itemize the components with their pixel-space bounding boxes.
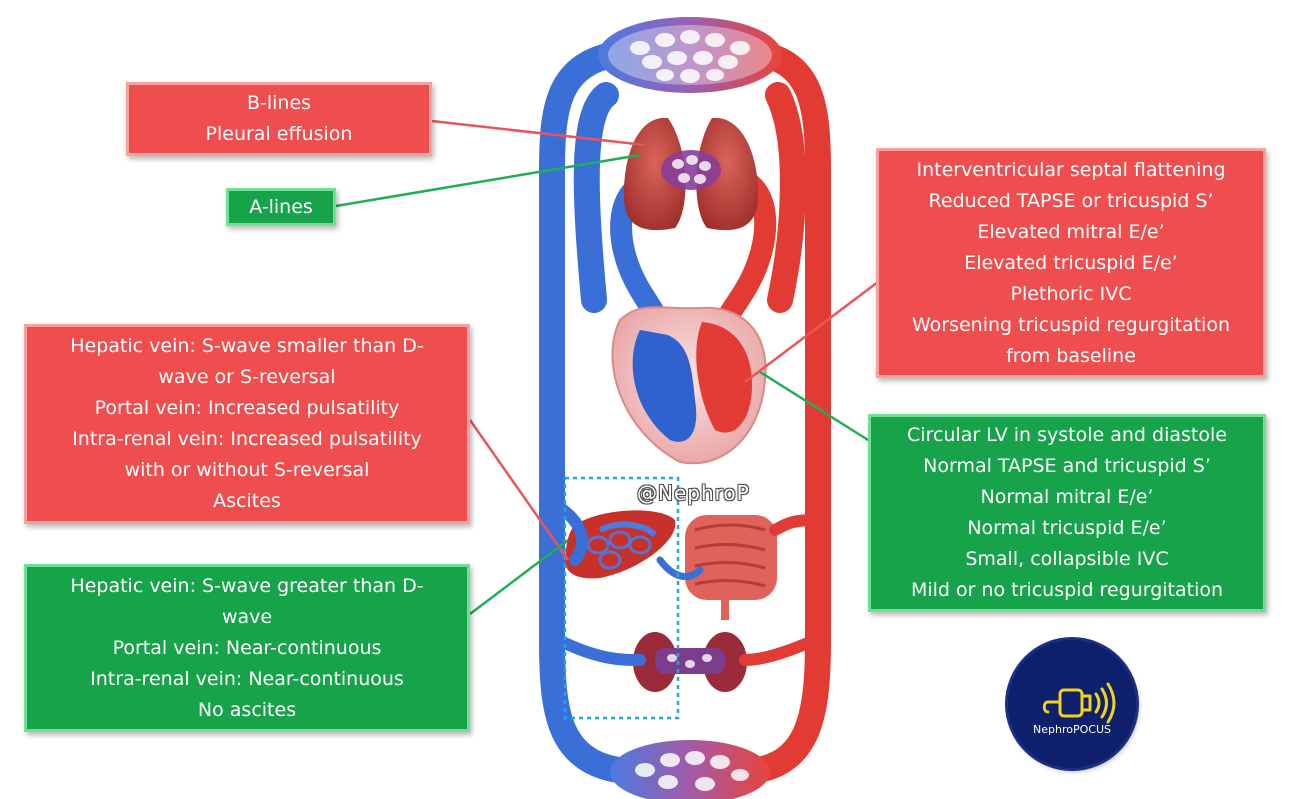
ultrasound-probe-icon xyxy=(1042,682,1116,724)
lung-normal-line: A-lines xyxy=(249,195,313,218)
venous-normal-line: No ascites xyxy=(197,698,297,721)
cardiac-congestion-box: Interventricular septal flattening Reduc… xyxy=(876,148,1266,378)
organ-vessels xyxy=(550,499,821,666)
cardiac-normal-line: Mild or no tricuspid regurgitation xyxy=(910,579,1224,601)
logo-text: NephroPOCUS xyxy=(1033,723,1111,736)
liver xyxy=(565,510,676,579)
venous-normal-box: Hepatic vein: S-wave greater than D- wav… xyxy=(24,564,470,732)
cardiac-normal-line: Small, collapsible IVC xyxy=(965,548,1169,570)
lower-body-capillary-bed xyxy=(610,740,770,799)
cardiac-normal-line: Normal mitral E/e’ xyxy=(980,486,1154,508)
kidneys xyxy=(633,632,747,692)
venous-normal-line: Hepatic vein: S-wave greater than D- xyxy=(70,574,424,597)
cardiac-congestion-line: Elevated tricuspid E/e’ xyxy=(964,251,1178,274)
venous-congestion-box: Hepatic vein: S-wave smaller than D- wav… xyxy=(24,324,470,524)
splanchnic-region-outline xyxy=(563,476,680,720)
cardiac-congestion-line: Worsening tricuspid regurgitation xyxy=(911,313,1231,336)
cardiac-normal-line: Circular LV in systole and diastole xyxy=(907,424,1227,446)
venous-normal-line: wave xyxy=(221,605,273,628)
cardiac-congestion-line: Reduced TAPSE or tricuspid S’ xyxy=(928,189,1214,212)
watermark: @NephroP xyxy=(637,481,750,505)
cardiac-congestion-line: from baseline xyxy=(1006,344,1136,367)
intestines xyxy=(685,515,777,620)
cardiac-normal-line: Normal TAPSE and tricuspid S’ xyxy=(923,455,1211,477)
venous-normal-line: Intra-renal vein: Near-continuous xyxy=(90,667,404,690)
lung-congestion-line: B-lines xyxy=(246,92,312,114)
lung-congestion-line: Pleural effusion xyxy=(205,123,353,145)
lung-congestion-box: B-lines Pleural effusion xyxy=(126,82,432,156)
venous-normal-line: Portal vein: Near-continuous xyxy=(112,636,382,659)
cardiac-normal-line: Normal tricuspid E/e’ xyxy=(967,517,1167,539)
lung-normal-box: A-lines xyxy=(226,188,336,226)
cardiac-congestion-line: Interventricular septal flattening xyxy=(916,158,1226,181)
venous-congestion-line: wave or S-reversal xyxy=(158,366,336,388)
cardiac-congestion-line: Plethoric IVC xyxy=(1010,282,1132,305)
venous-congestion-line: Ascites xyxy=(213,490,281,512)
heart xyxy=(611,306,767,465)
venous-congestion-line: Hepatic vein: S-wave smaller than D- xyxy=(70,335,424,357)
connector-lines xyxy=(335,119,879,615)
venous-congestion-line: with or without S-reversal xyxy=(124,459,370,481)
cardiac-normal-box: Circular LV in systole and diastole Norm… xyxy=(868,414,1266,612)
lungs xyxy=(623,117,759,231)
venous-congestion-line: Portal vein: Increased pulsatility xyxy=(94,397,400,419)
upper-body-capillary-bed xyxy=(598,17,782,93)
venous-congestion-line: Intra-renal vein: Increased pulsatility xyxy=(72,428,422,450)
cardiac-congestion-line: Elevated mitral E/e’ xyxy=(977,220,1165,243)
nephropocus-logo: NephroPOCUS xyxy=(1008,640,1136,768)
